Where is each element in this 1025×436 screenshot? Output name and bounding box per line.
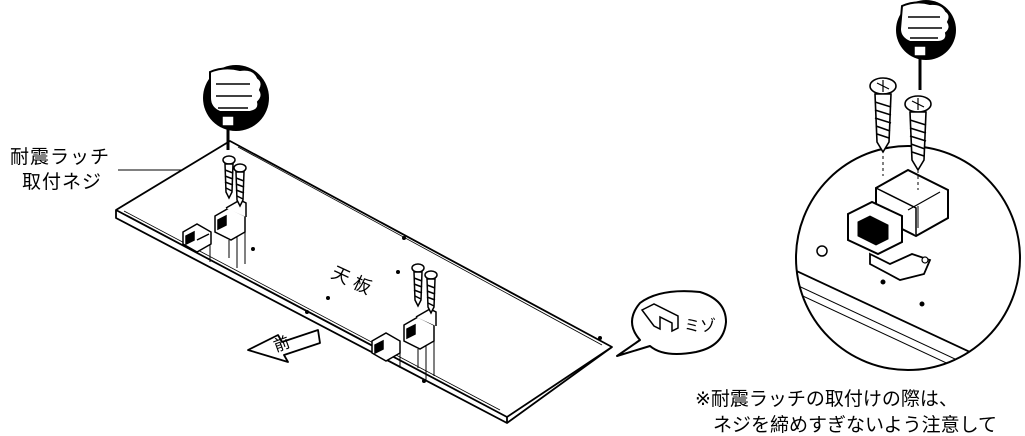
detail-circle [795,145,1021,371]
label-latch-screw-line2: 取付ネジ [22,171,103,193]
board-holes [251,236,602,383]
screw-right-a [411,263,425,308]
latch-bracket-right-1 [371,332,401,368]
detail-screw-a [869,77,897,154]
label-latch-screw-line1: 耐震ラッチ [10,146,111,168]
screw-left-b [233,163,247,208]
caution-note-line2: ネジを締めすぎないよう注意して [713,414,998,436]
front-arrow-icon [247,329,321,363]
groove-label: ミゾ [684,316,716,335]
screw-right-b [424,270,438,315]
caution-note-line1: ※耐震ラッチの取付けの際は、 [695,388,958,410]
screwdriver-hand-right-icon [896,0,956,90]
detail-screw-b [904,95,932,172]
screwdriver-hand-icon [203,65,269,150]
front-label: 前 [271,332,293,355]
groove-callout [616,290,727,357]
latch-bracket-left-1 [182,223,212,262]
screw-left-a [222,155,236,200]
